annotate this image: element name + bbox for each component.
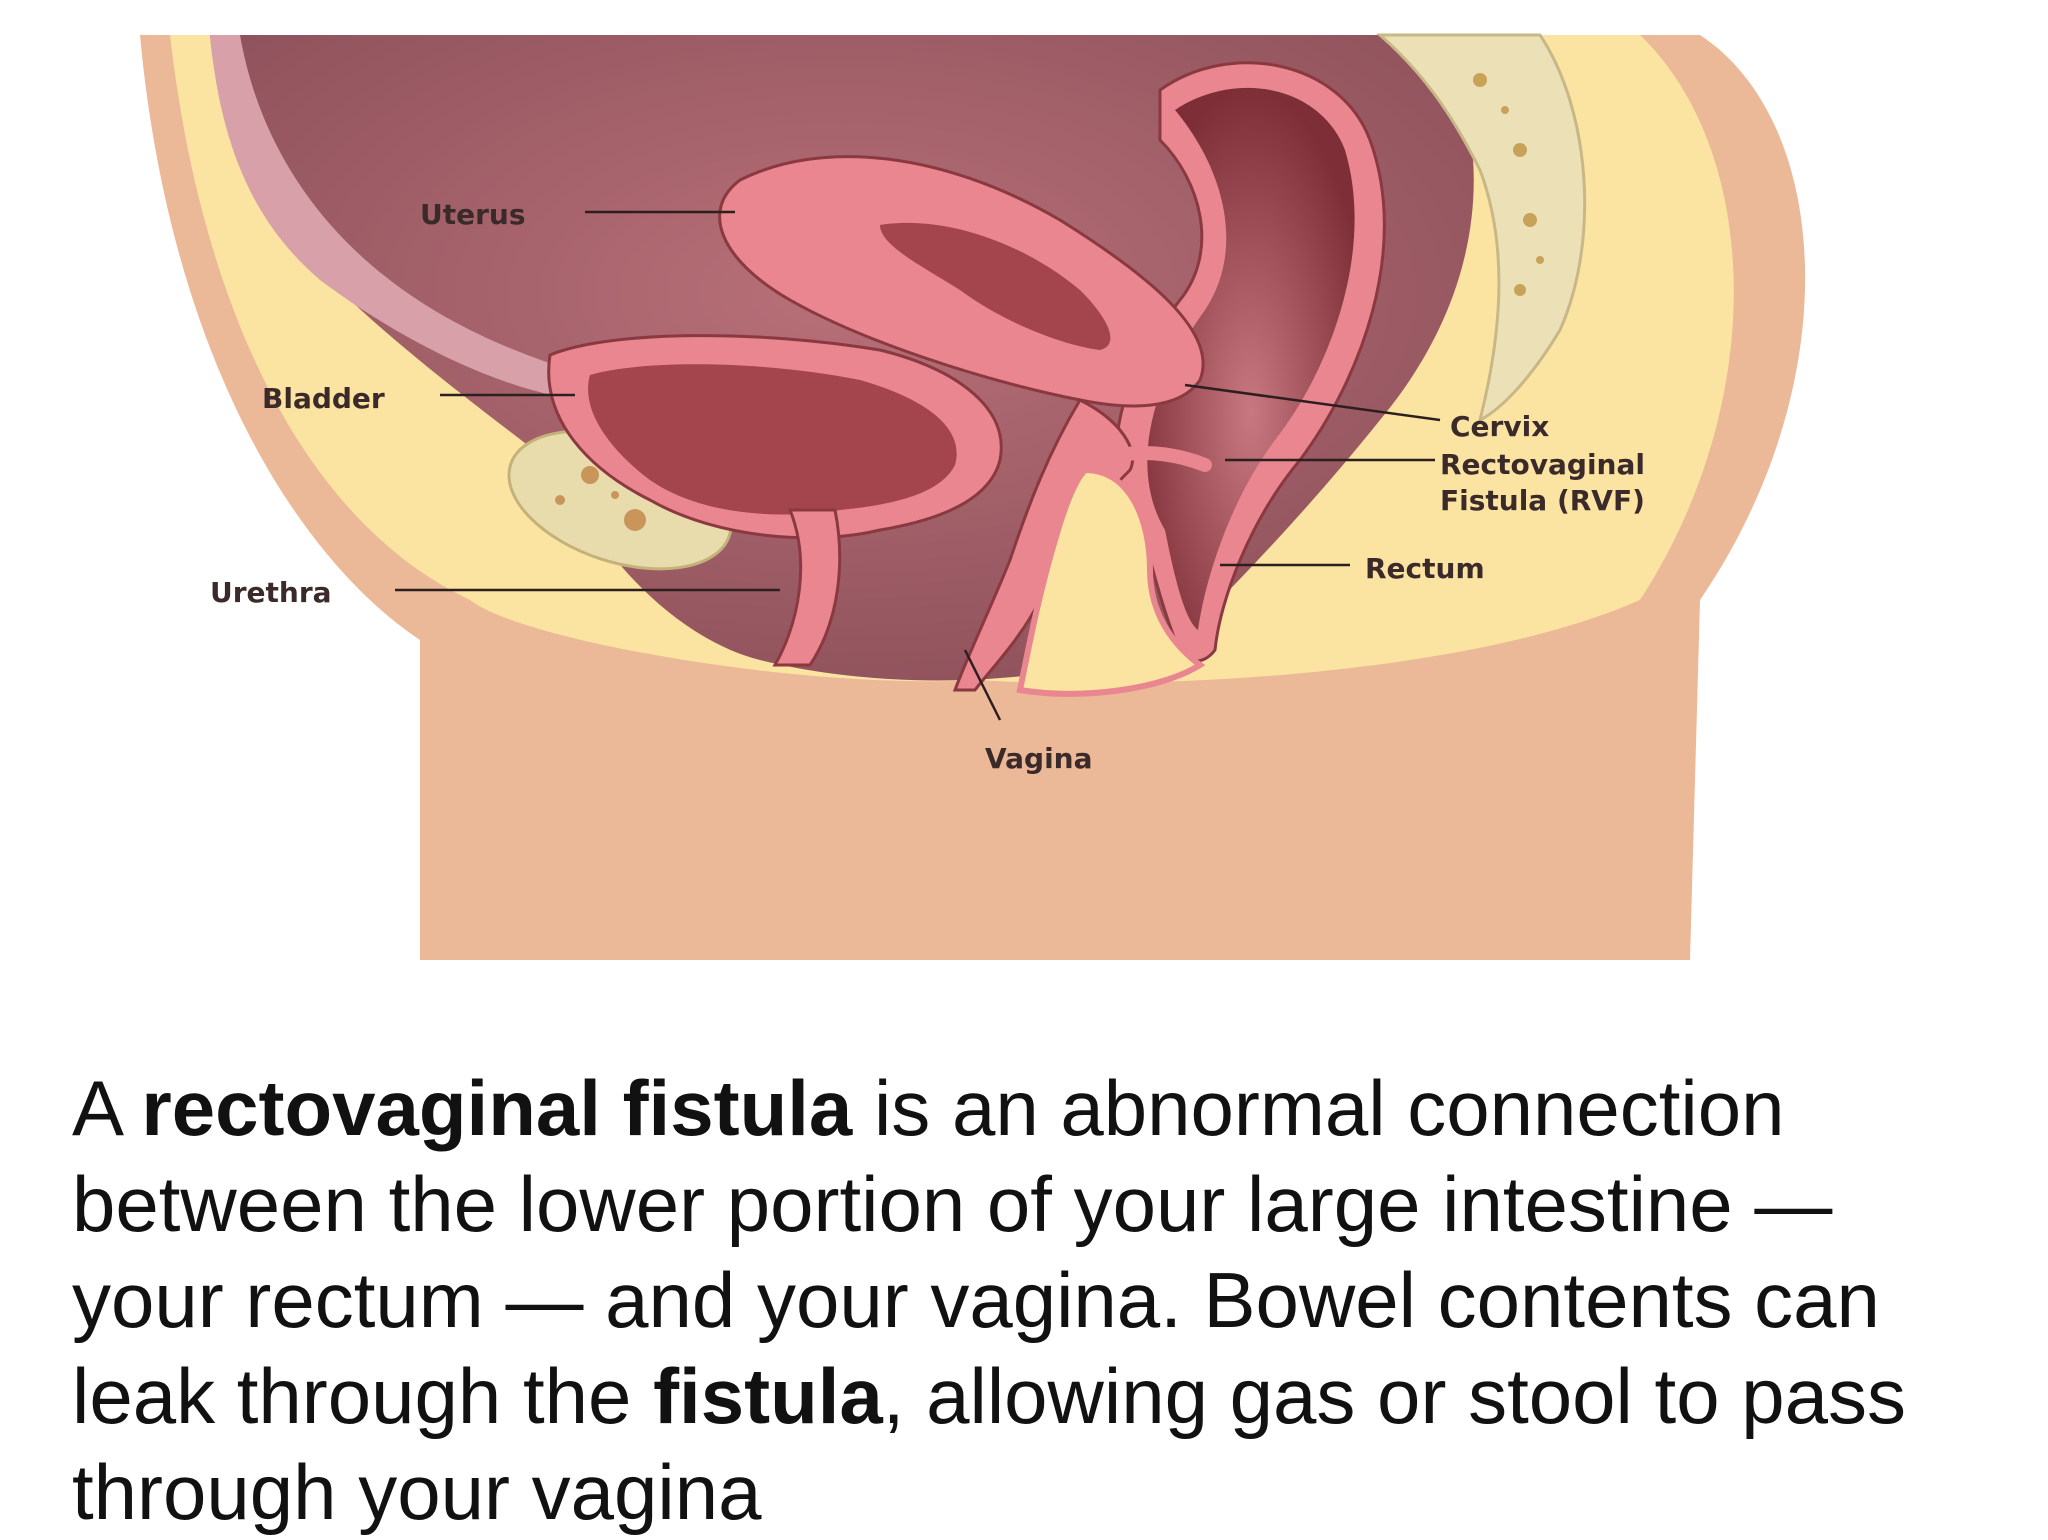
- label-urethra: Urethra: [210, 576, 332, 609]
- caption-term-fistula: fistula: [653, 1352, 883, 1440]
- caption-text: A rectovaginal fistula is an abnormal co…: [72, 1060, 2002, 1540]
- sacrum: [1376, 33, 1587, 423]
- fistula-tract: [1113, 446, 1212, 472]
- label-rvf-line2: Fistula (RVF): [1440, 484, 1645, 517]
- label-rectum: Rectum: [1365, 552, 1485, 585]
- urethra: [772, 508, 842, 667]
- label-uterus: Uterus: [420, 198, 526, 231]
- uterus-cavity: [880, 222, 1111, 350]
- vagina-leader: [963, 649, 1002, 721]
- caption-part-1: A: [72, 1064, 142, 1152]
- cervix-leader: [1184, 383, 1441, 422]
- label-vagina: Vagina: [985, 742, 1093, 775]
- sacrum-dots: [1473, 73, 1544, 296]
- bladder-lumen: [588, 364, 957, 515]
- caption-part-2: is an abnormal connection between the lo…: [72, 1064, 1880, 1440]
- rectum-lumen: [1147, 87, 1355, 630]
- caption-term-rectovaginal-fistula: rectovaginal fistula: [141, 1064, 853, 1152]
- perineal-body: [1016, 466, 1206, 697]
- label-bladder: Bladder: [262, 382, 385, 415]
- peritoneum: [210, 35, 600, 400]
- label-cervix: Cervix: [1450, 410, 1549, 443]
- caption-part-3: , allowing gas or stool to pass through …: [72, 1352, 1906, 1536]
- anatomy-diagram: Uterus Bladder Urethra Vagina Cervix Rec…: [140, 33, 1806, 960]
- label-rvf-line1: Rectovaginal: [1440, 448, 1645, 481]
